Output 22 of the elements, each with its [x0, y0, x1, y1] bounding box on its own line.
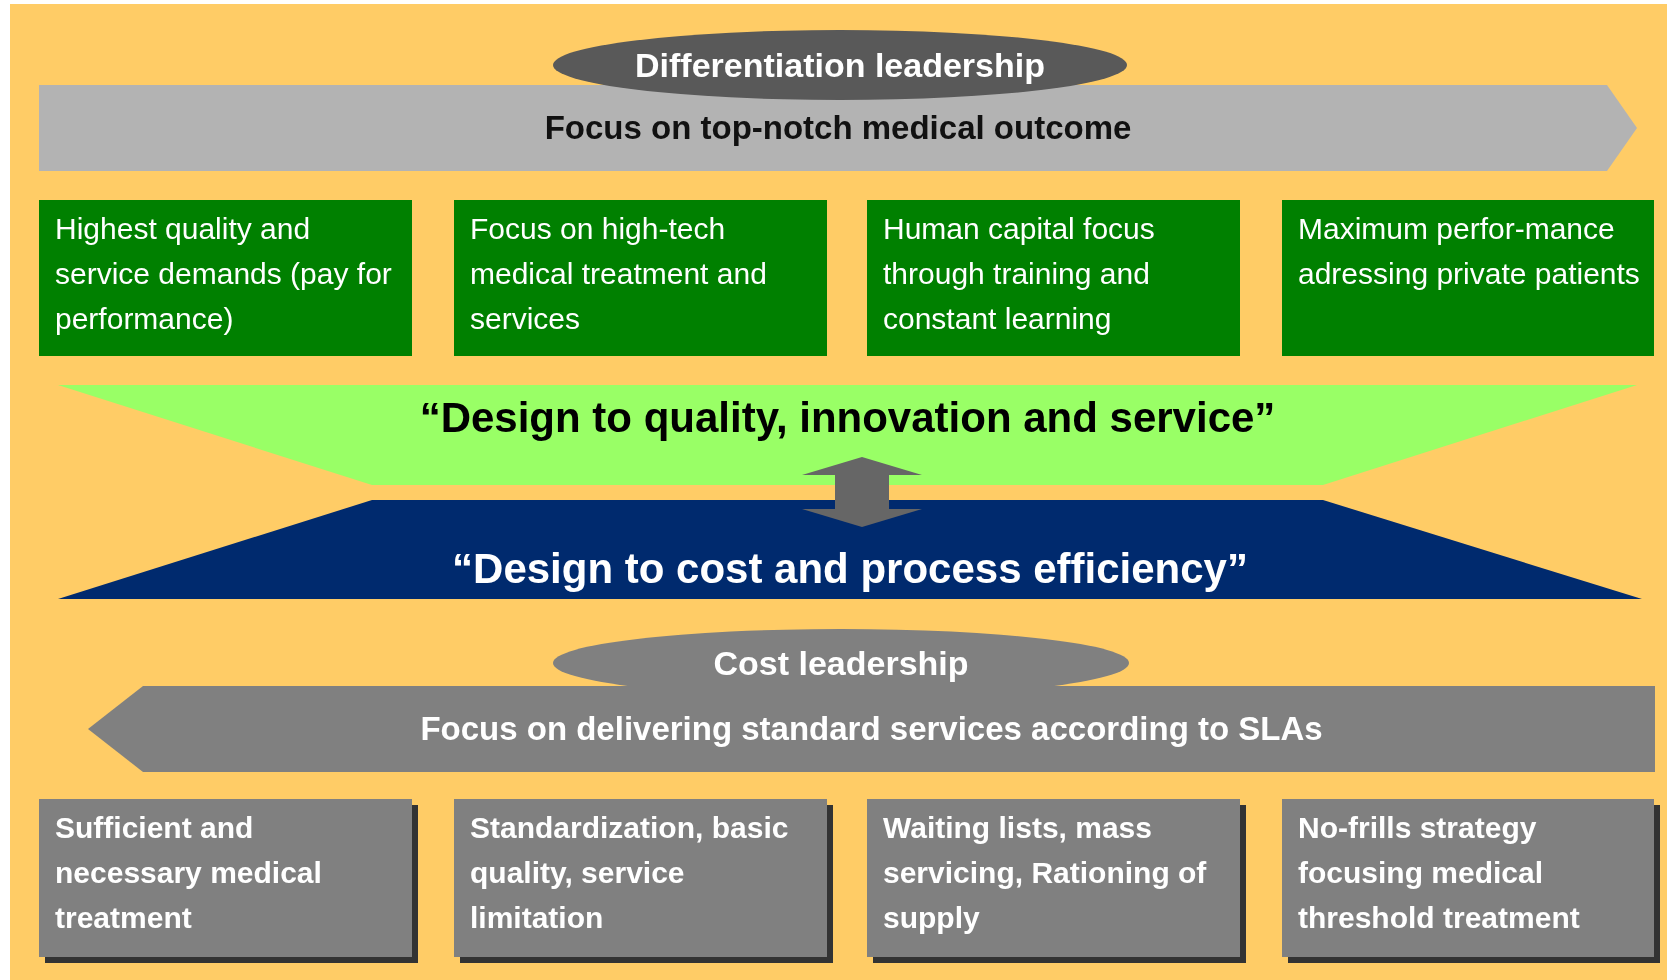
box-text: Human capital focus through training and constant learning [883, 211, 1156, 337]
box-text: No-frills strategy focusing medical threshold treatment [1298, 810, 1581, 936]
band-text: Differentiation leadership [635, 44, 1045, 86]
band-text: Focus on delivering standard services according to SLAs [420, 709, 1323, 750]
arrow-band [88, 686, 1655, 772]
band-text: Focus on top-notch medical outcome [544, 108, 1132, 149]
box-text: Standardization, basic quality, service limitation [470, 810, 790, 936]
box-text: Waiting lists, mass servicing, Rationing of supply [883, 810, 1208, 936]
double-arrow [802, 457, 922, 527]
band-text: Cost leadership [713, 642, 969, 684]
band-text: “Design to quality, innovation and service” [419, 392, 1276, 443]
trapezoid-band [58, 385, 1637, 485]
strategy-box [867, 200, 1240, 356]
box-text: Sufficient and necessary medical treatment [55, 810, 323, 936]
box-text: Maximum perfor-mance adressing private patients [1298, 211, 1641, 292]
box-text: Highest quality and service demands (pay for performance) [55, 211, 393, 337]
arrow-band [39, 85, 1637, 171]
strategy-box [454, 200, 827, 356]
strategy-box [39, 200, 412, 356]
band-text: “Design to cost and process efficiency” [452, 544, 1248, 594]
strategy-box [1282, 200, 1654, 356]
box-text: Focus on high-tech medical treatment and services [470, 211, 768, 337]
